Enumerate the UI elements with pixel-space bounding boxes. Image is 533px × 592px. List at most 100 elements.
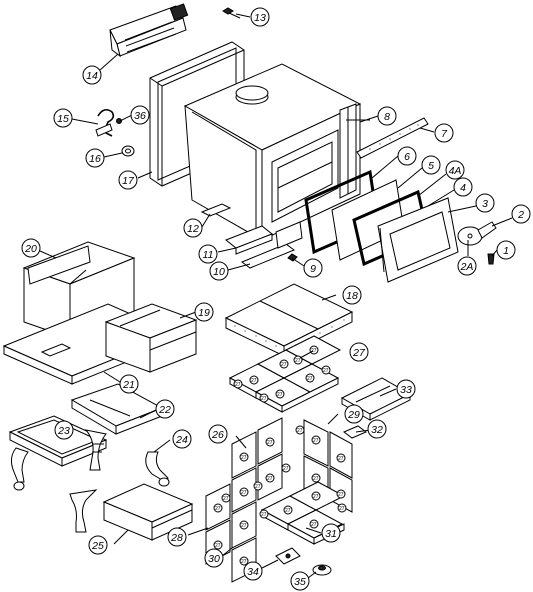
brick-mark: 27 — [277, 392, 283, 398]
callout-21: 21 — [119, 374, 139, 394]
part-22-pedestal-top — [70, 383, 164, 435]
brick-mark: 27 — [241, 490, 247, 496]
part-36-screw — [116, 118, 122, 124]
brick-mark: 27 — [215, 506, 221, 512]
callout-label: 30 — [208, 553, 220, 565]
callout-4: 4 — [453, 177, 473, 197]
callout-12: 12 — [183, 218, 203, 238]
callout-label: 16 — [89, 153, 101, 165]
callout-36: 36 — [130, 105, 150, 125]
brick-mark: 27 — [261, 396, 267, 402]
callout-label: 2 — [517, 209, 524, 221]
brick-mark: 27 — [241, 559, 247, 565]
part-7-rod — [356, 117, 429, 159]
callout-label: 19 — [198, 307, 210, 319]
callout-label: 6 — [404, 151, 410, 163]
callout-22: 22 — [155, 399, 175, 419]
callout-label: 10 — [213, 266, 225, 278]
callout-1: 1 — [496, 240, 516, 260]
brick-mark: 27 — [223, 496, 229, 502]
callout-label: 35 — [294, 576, 306, 588]
part-11-bracket — [225, 225, 273, 255]
brick-mark: 27 — [285, 508, 291, 514]
callout-2: 2 — [511, 204, 531, 224]
callout-26: 26 — [208, 424, 228, 444]
callout-label: 14 — [86, 70, 98, 82]
brick-mark: 27 — [281, 362, 287, 368]
callout-label: 24 — [175, 434, 188, 446]
callout-17: 17 — [118, 170, 138, 190]
callout-label: 32 — [371, 424, 383, 436]
callout-label: 7 — [441, 128, 448, 140]
part-32-brick — [343, 425, 367, 439]
callout-label: 20 — [24, 243, 37, 255]
callout-8: 8 — [377, 106, 397, 126]
part-24-leg-loose — [69, 489, 98, 533]
callout-label: 4A — [449, 165, 462, 177]
part-26-side-bricks — [231, 417, 283, 513]
brick-mark: 27 — [297, 428, 303, 434]
callout-23: 23 — [54, 420, 74, 440]
callout-30: 30 — [204, 548, 224, 568]
callout-label: 28 — [170, 532, 183, 544]
brick-marks: 27 27 27 27 27 27 27 27 27 27 27 27 27 2… — [213, 345, 347, 566]
part-10-bracket — [240, 221, 303, 269]
callout-34: 34 — [243, 561, 263, 581]
part-24-leg — [84, 429, 107, 471]
callout-label: 11 — [203, 249, 214, 261]
callout-label: 13 — [254, 12, 266, 24]
callout-11: 11 — [198, 244, 218, 264]
part-25-drawer-box — [102, 483, 194, 541]
callout-2a: 2A — [457, 256, 477, 276]
part-35-nut — [312, 564, 332, 576]
callout-label: 17 — [122, 175, 135, 187]
brick-mark: 27 — [255, 484, 261, 490]
callout-label: 36 — [134, 110, 146, 122]
callout-27: 27 — [349, 342, 369, 362]
callout-label: 33 — [400, 384, 412, 396]
callout-6: 6 — [397, 146, 417, 166]
part-14-blower — [109, 3, 189, 58]
part-23-leg-frame — [8, 415, 170, 491]
part-18-baffle — [224, 283, 354, 357]
callout-7: 7 — [434, 123, 454, 143]
brick-mark: 27 — [339, 506, 345, 512]
callout-16: 16 — [85, 148, 105, 168]
callout-19: 19 — [194, 302, 214, 322]
callout-24: 24 — [172, 429, 192, 449]
callout-14: 14 — [82, 65, 102, 85]
callout-label: 21 — [122, 379, 135, 391]
brick-mark: 27 — [338, 492, 344, 498]
part-1-knob — [487, 253, 495, 265]
callout-label: 29 — [347, 409, 360, 421]
callout-3: 3 — [475, 193, 495, 213]
callout-13: 13 — [250, 7, 270, 27]
brick-mark: 27 — [261, 512, 267, 518]
brick-mark: 27 — [215, 543, 221, 549]
callout-label: 4 — [460, 182, 466, 194]
part-16-washer — [121, 145, 135, 157]
callout-33: 33 — [396, 379, 416, 399]
callout-label: 25 — [91, 540, 104, 552]
callout-29: 29 — [344, 404, 364, 424]
brick-mark: 27 — [295, 358, 301, 364]
callout-label: 8 — [384, 111, 390, 123]
callout-20: 20 — [21, 238, 41, 258]
brick-mark: 27 — [267, 476, 273, 482]
callout-label: 27 — [352, 347, 366, 359]
callout-28: 28 — [167, 527, 187, 547]
brick-mark: 27 — [323, 368, 329, 374]
callout-9: 9 — [303, 258, 323, 278]
part-15-hook — [95, 108, 115, 137]
brick-mark: 27 — [307, 376, 313, 382]
stove-body — [183, 63, 362, 241]
callout-label: 12 — [187, 223, 199, 235]
callout-32: 32 — [367, 419, 387, 439]
callout-label: 15 — [57, 113, 69, 125]
callout-label: 2A — [460, 261, 474, 273]
callout-label: 18 — [346, 290, 358, 302]
brick-mark: 27 — [235, 382, 241, 388]
callout-15: 15 — [53, 108, 73, 128]
callout-label: 3 — [482, 198, 488, 210]
